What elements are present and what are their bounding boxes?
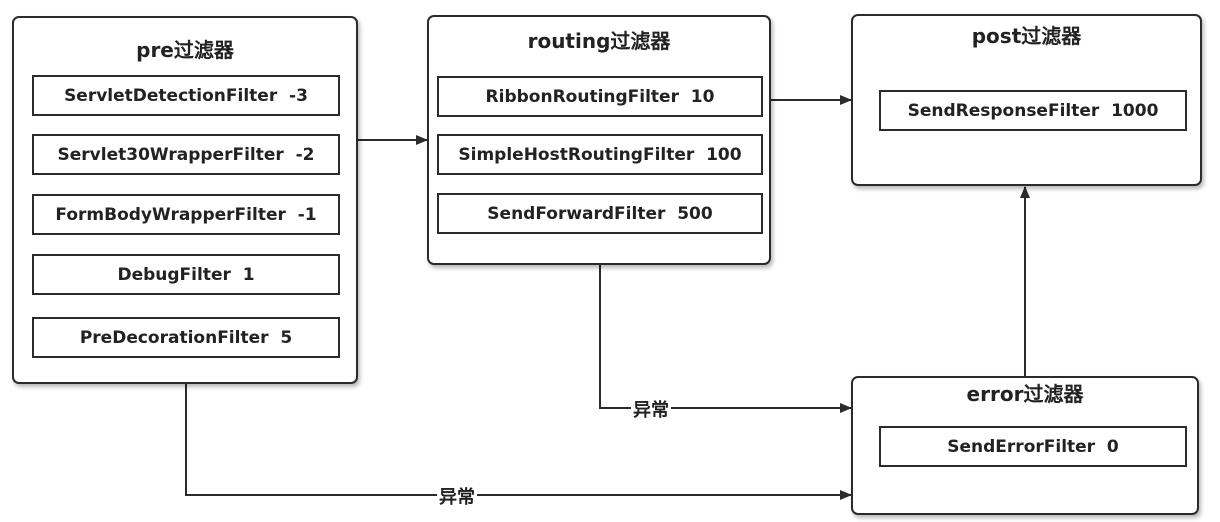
routing-exception-label: 异常 (631, 396, 671, 422)
filter-send-response: SendResponseFilter 1000 (879, 90, 1187, 131)
arrow-routing-to-error (599, 265, 852, 413)
error-filter-group: error过滤器 SendErrorFilter 0 (851, 376, 1199, 515)
error-group-title: error过滤器 (966, 382, 1084, 406)
filter-send-error: SendErrorFilter 0 (879, 426, 1187, 467)
routing-filter-group: routing过滤器 RibbonRoutingFilter 10 Simple… (427, 15, 771, 265)
filter-debug: DebugFilter 1 (32, 254, 340, 295)
filter-simple-host-routing: SimpleHostRoutingFilter 100 (437, 134, 763, 175)
filter-form-body-wrapper: FormBodyWrapperFilter -1 (32, 194, 340, 235)
post-filter-group: post过滤器 SendResponseFilter 1000 (851, 14, 1202, 186)
pre-exception-label: 异常 (437, 483, 477, 509)
routing-group-title: routing过滤器 (527, 29, 671, 53)
filter-pre-decoration: PreDecorationFilter 5 (32, 317, 340, 358)
filter-ribbon-routing: RibbonRoutingFilter 10 (437, 76, 763, 117)
pre-filter-group: pre过滤器 ServletDetectionFilter -3 Servlet… (12, 16, 358, 384)
arrow-pre-to-error (185, 384, 852, 500)
filter-send-forward: SendForwardFilter 500 (437, 193, 763, 234)
filter-servlet30-wrapper: Servlet30WrapperFilter -2 (32, 134, 340, 175)
post-group-title: post过滤器 (971, 24, 1082, 48)
pre-group-title: pre过滤器 (136, 38, 234, 62)
filter-servlet-detection: ServletDetectionFilter -3 (32, 75, 340, 116)
